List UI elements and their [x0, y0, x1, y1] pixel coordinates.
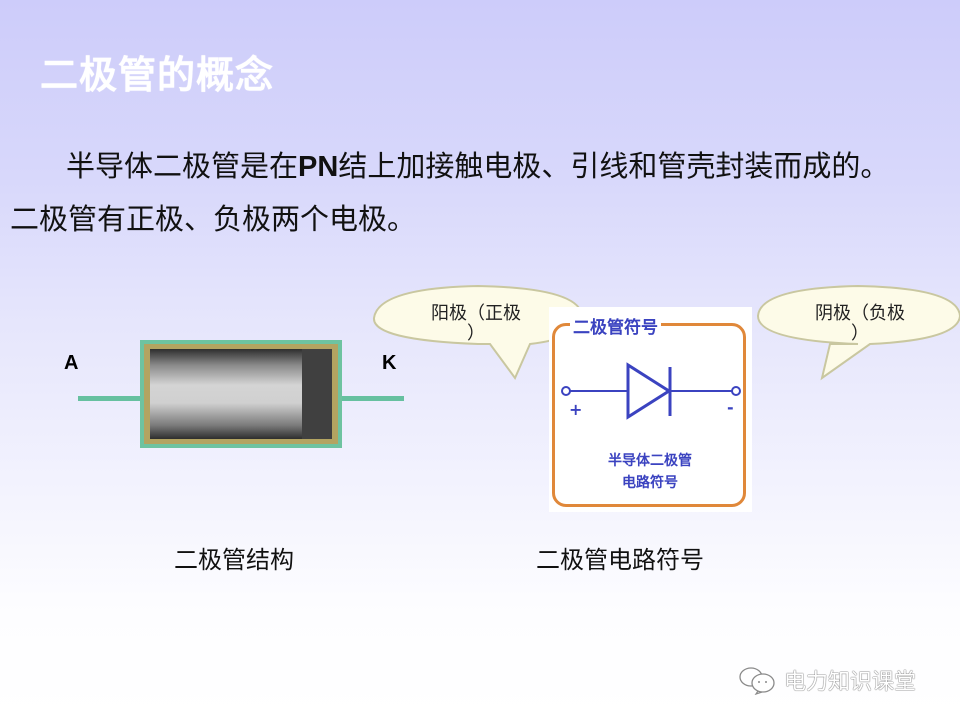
anode-callout-line-1: 阳极（正极 [431, 303, 521, 324]
diode-symbol-icon [561, 362, 741, 420]
cathode-callout-bubble [756, 284, 960, 381]
structure-caption: 二极管结构 [174, 546, 294, 574]
diode-cathode-band [302, 349, 332, 439]
paragraph-pn-term: PN [298, 151, 339, 183]
anode-callout-line-2: ） [467, 323, 485, 344]
symbol-card-title: 二极管符号 [570, 313, 661, 338]
symbol-card-background [549, 307, 752, 512]
cathode-callout-line-1: 阴极（负极 [815, 303, 905, 324]
cathode-callout-text: 阴极（负极 ） [800, 304, 920, 344]
anode-label: A [64, 352, 79, 374]
wechat-icon [739, 667, 775, 695]
negative-terminal-sign: - [727, 398, 734, 417]
cathode-label: K [382, 352, 397, 374]
slide-title: 二极管的概念 [40, 53, 275, 97]
symbol-description-line-1: 半导体二极管 [608, 453, 692, 469]
diode-cylinder [150, 349, 332, 439]
paragraph-text-a: 半导体二极管是在 [66, 149, 299, 183]
watermark: 电力知识课堂 [738, 664, 916, 696]
symbol-description-line-2: 电路符号 [622, 475, 678, 491]
positive-terminal-sign: + [569, 400, 583, 419]
watermark-text: 电力知识课堂 [784, 670, 917, 695]
symbol-description: 半导体二极管 电路符号 [560, 450, 740, 494]
paragraph-line-1: 半导体二极管是在PN结上加接触电极、引线和管壳封装而成的。 [10, 140, 960, 193]
paragraph-text-b: 结上加接触电极、引线和管壳封装而成的。 [338, 149, 890, 183]
symbol-caption: 二极管电路符号 [536, 546, 704, 574]
paragraph-line-2: 二极管有正极、负极两个电极。 [10, 202, 417, 236]
cathode-callout-line-2: ） [851, 323, 869, 344]
anode-callout-text: 阳极（正极 ） [416, 304, 536, 344]
intro-paragraph: 半导体二极管是在PN结上加接触电极、引线和管壳封装而成的。 二极管有正极、负极两… [10, 140, 960, 245]
